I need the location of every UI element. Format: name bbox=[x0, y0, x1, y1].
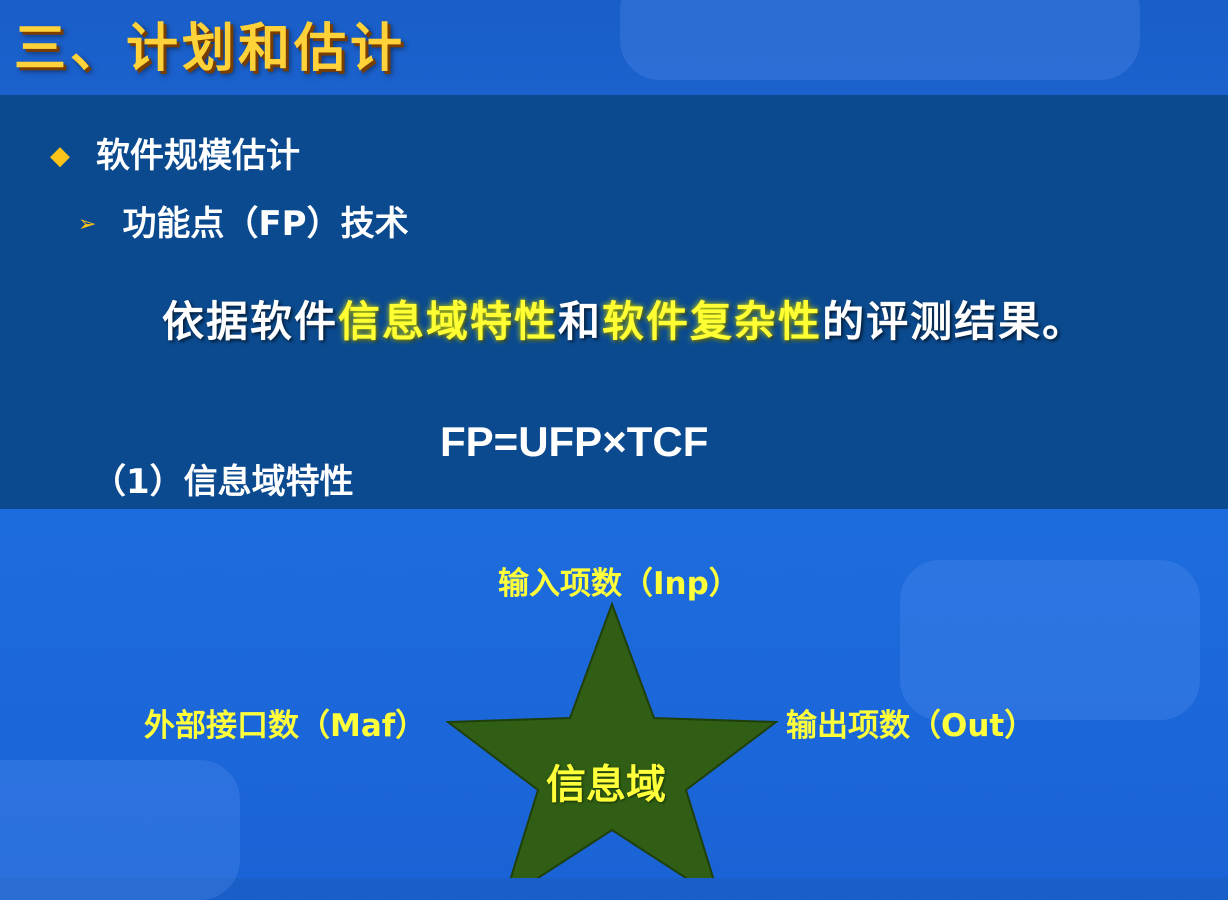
section-heading: （1）信息域特性 bbox=[92, 462, 354, 502]
arrow-bullet-icon: ➢ bbox=[78, 212, 97, 237]
info-domain-center-label: 信息域 bbox=[546, 762, 666, 808]
output-count-label: 输出项数（Out） bbox=[786, 708, 1036, 744]
highlight-complexity: 软件复杂性 bbox=[602, 297, 823, 346]
slide-title: 三、计划和估计 bbox=[14, 19, 407, 79]
sentence-part: 依据软件 bbox=[162, 297, 339, 346]
star-shape bbox=[445, 601, 779, 878]
highlight-info-domain: 信息域特性 bbox=[338, 297, 559, 346]
bullet-level2: ➢ 功能点（FP）技术 bbox=[78, 196, 409, 245]
content-panel bbox=[0, 95, 1228, 509]
diamond-bullet-icon: ◆ bbox=[50, 141, 70, 171]
star-diagram bbox=[445, 601, 779, 878]
sentence-part: 和 bbox=[558, 297, 603, 346]
bullet-level2-text: 功能点（FP）技术 bbox=[122, 204, 409, 244]
sentence-part: 的评测结果。 bbox=[822, 297, 1087, 346]
fp-formula: FP=UFP×TCF bbox=[440, 418, 709, 465]
background-decoration bbox=[620, 0, 1140, 80]
external-interface-label: 外部接口数（Maf） bbox=[144, 708, 427, 744]
definition-sentence: 依据软件信息域特性和软件复杂性的评测结果。 bbox=[162, 288, 1086, 349]
background-decoration bbox=[900, 560, 1200, 720]
input-count-label: 输入项数（Inp） bbox=[498, 566, 740, 602]
bullet-level1-text: 软件规模估计 bbox=[96, 136, 300, 176]
bullet-level1: ◆ 软件规模估计 bbox=[50, 128, 300, 177]
background-decoration bbox=[0, 760, 240, 900]
